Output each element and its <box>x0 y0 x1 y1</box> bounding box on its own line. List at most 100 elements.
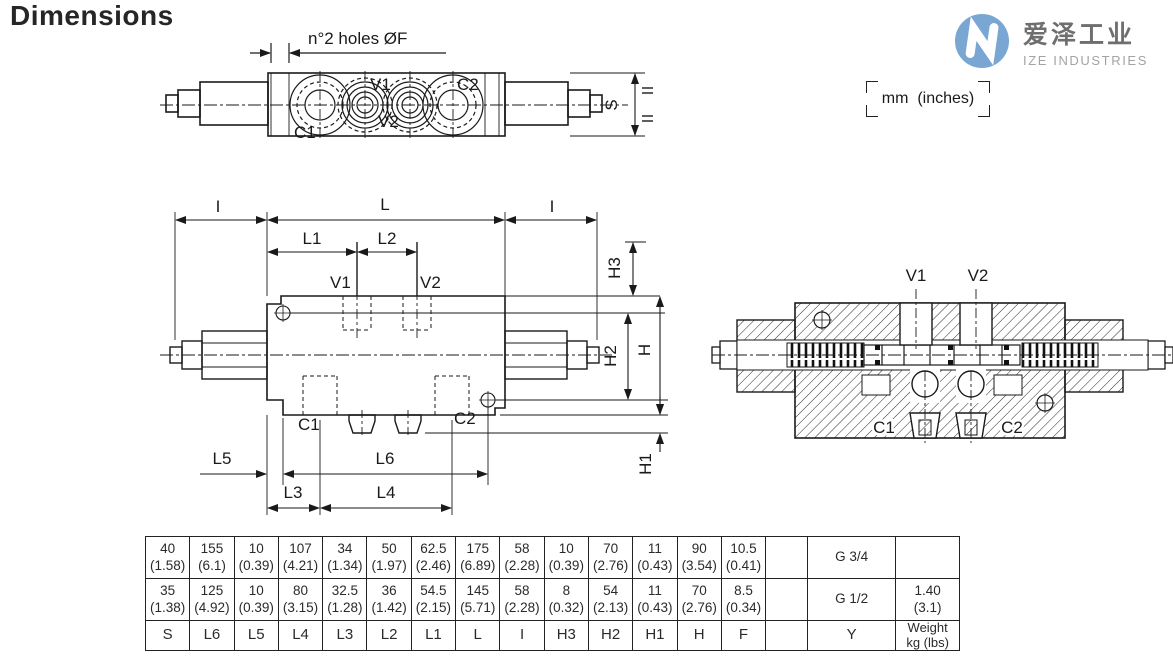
bottom-plugs <box>348 410 422 438</box>
port-c2-label: C2 <box>457 75 479 94</box>
table-cell: 36 (1.42) <box>366 578 412 621</box>
dimension-table: 40 (1.58)155 (6.1)10 (0.39)107 (4.21)34 … <box>144 536 961 651</box>
logo-icon <box>955 14 1009 68</box>
dim-h2: H2 <box>601 313 632 400</box>
section-screw-holes <box>812 310 1055 413</box>
dim-h1-label: H1 <box>636 453 655 475</box>
table-header-cell: H3 <box>543 620 589 651</box>
dim-h1: H1 <box>636 396 664 475</box>
dim-l3-label: L3 <box>284 483 303 502</box>
table-header-cell: I <box>499 620 545 651</box>
logo: 爱泽工业 IZE INDUSTRIES <box>953 12 1148 70</box>
side-port-v1-label: V1 <box>330 273 351 292</box>
table-row: 35 (1.38)125 (4.92)10 (0.39)80 (3.15)32.… <box>144 578 961 621</box>
port-v2-label: V2 <box>378 112 399 131</box>
table-header-cell: L <box>455 620 501 651</box>
table-header-cell: L5 <box>233 620 279 651</box>
table-cell: 1.40 (3.1) <box>895 578 961 621</box>
table-cell: 11 (0.43) <box>632 578 678 621</box>
table-header-cell: L1 <box>410 620 457 651</box>
holes-callout-label: n°2 holes ØF <box>308 29 407 48</box>
table-cell: 175 (6.89) <box>455 536 501 579</box>
dim-h: H <box>635 296 664 415</box>
page-title: Dimensions <box>10 0 174 31</box>
table-cell <box>765 578 809 621</box>
table-header-cell: L4 <box>277 620 324 651</box>
dim-row-l1l2: L1 L2 <box>267 229 417 256</box>
dim-row-top: I L I <box>175 195 597 224</box>
table-cell: 10 (0.39) <box>543 536 589 579</box>
table-header-cell: H1 <box>632 620 678 651</box>
top-view-body <box>165 72 603 137</box>
units-note: mm (inches) <box>866 81 990 117</box>
units-label: mm (inches) <box>881 90 975 107</box>
dim-row-l3l4: L3 L4 <box>267 483 452 512</box>
top-view-drawing: n°2 holes ØF <box>160 29 653 142</box>
table-cell: 10 (0.39) <box>233 578 279 621</box>
table-header-cell: H2 <box>587 620 634 651</box>
table-header-cell <box>765 620 809 651</box>
side-view-drawing: I L I L1 L2 <box>160 195 668 515</box>
dim-l5-label: L5 <box>213 449 232 468</box>
section-v-ports <box>899 289 993 349</box>
section-c1-label: C1 <box>873 418 895 437</box>
table-cell: 50 (1.97) <box>366 536 412 579</box>
table-header-cell: Weight kg (lbs) <box>895 620 961 651</box>
table-row: 40 (1.58)155 (6.1)10 (0.39)107 (4.21)34 … <box>144 536 961 579</box>
table-cell: 40 (1.58) <box>144 536 191 579</box>
table-cell <box>765 536 809 579</box>
dim-s <box>570 72 653 137</box>
symmetry-marks <box>642 87 653 122</box>
dim-l6-label: L6 <box>376 449 395 468</box>
dim-i-left-label: I <box>216 197 221 216</box>
logo-chinese-text: 爱泽工业 <box>1023 20 1136 49</box>
table-cell: 125 (4.92) <box>189 578 235 621</box>
port-c1-circles <box>289 71 351 139</box>
table-header-cell: H <box>676 620 722 651</box>
table-cell: 11 (0.43) <box>632 536 678 579</box>
table-header-cell: L6 <box>189 620 235 651</box>
side-port-c1-label: C1 <box>298 415 320 434</box>
table-header-cell: S <box>144 620 191 651</box>
dim-h-label: H <box>635 344 654 356</box>
dim-l1-label: L1 <box>303 229 322 248</box>
port-v1-label: V1 <box>370 75 391 94</box>
section-v1-label: V1 <box>906 266 927 285</box>
table-cell: 54.5 (2.15) <box>410 578 457 621</box>
dim-h3-label: H3 <box>605 257 624 279</box>
holes-callout: n°2 holes ØF <box>250 29 446 63</box>
table-cell: 70 (2.76) <box>676 578 722 621</box>
dim-l2-label: L2 <box>378 229 397 248</box>
table-cell: G 1/2 <box>807 578 897 621</box>
port-c1-label: C1 <box>294 123 316 142</box>
section-view-drawing: V1 V2 C1 C2 <box>711 266 1173 443</box>
dim-l-label: L <box>380 195 389 214</box>
dim-i-right-label: I <box>550 197 555 216</box>
table-header-cell: L2 <box>366 620 412 651</box>
right-spring <box>1021 342 1099 368</box>
section-check-valves <box>861 369 1023 443</box>
table-cell: G 3/4 <box>807 536 897 579</box>
mount-hole-lines <box>270 73 500 136</box>
table-cell: 32.5 (1.28) <box>322 578 368 621</box>
dim-h2-label: H2 <box>601 345 620 367</box>
table-cell <box>895 536 961 579</box>
side-port-c2-label: C2 <box>454 409 476 428</box>
table-cell: 70 (2.76) <box>587 536 634 579</box>
table-cell: 10.5 (0.41) <box>720 536 767 579</box>
table-cell: 58 (2.28) <box>499 536 545 579</box>
logo-text: 爱泽工业 IZE INDUSTRIES <box>1023 15 1148 68</box>
logo-english-text: IZE INDUSTRIES <box>1023 52 1148 68</box>
table-cell: 62.5 (2.46) <box>410 536 457 579</box>
table-header-cell: Y <box>807 620 897 651</box>
section-v2-label: V2 <box>968 266 989 285</box>
port-v2-circles <box>382 71 438 139</box>
side-port-v2-label: V2 <box>420 273 441 292</box>
table-cell: 90 (3.54) <box>676 536 722 579</box>
table-header-cell: L3 <box>322 620 368 651</box>
table-cell: 58 (2.28) <box>499 578 545 621</box>
port-c2-dashed <box>434 375 470 415</box>
dim-l4-label: L4 <box>377 483 396 502</box>
